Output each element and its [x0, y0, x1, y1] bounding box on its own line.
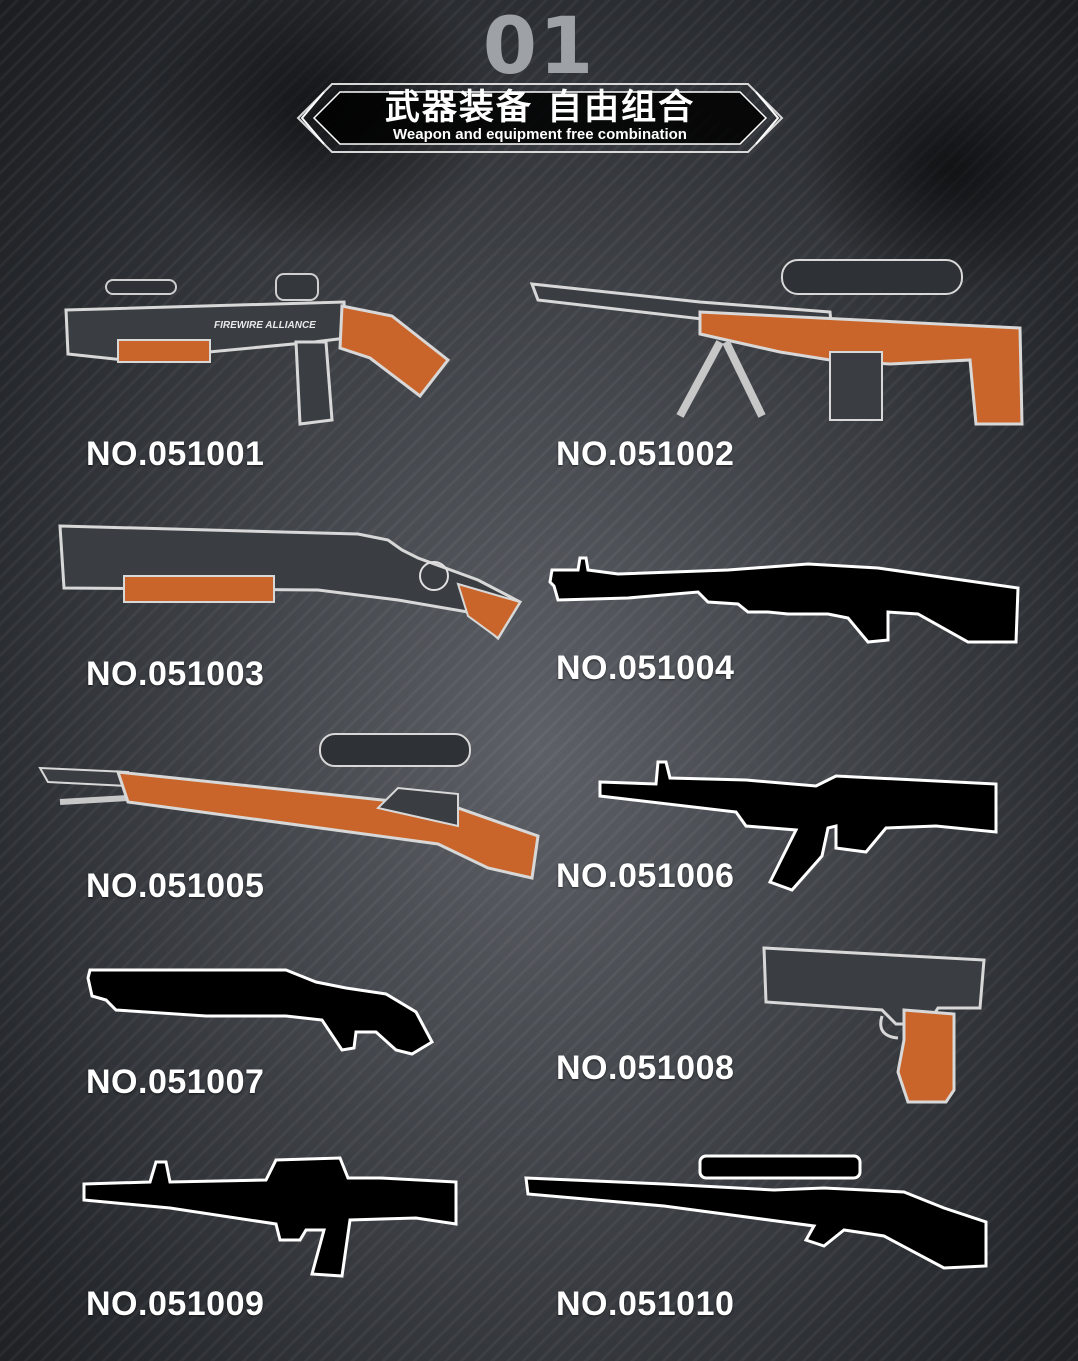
product-label-051002: NO.051002 — [556, 435, 735, 473]
submachine-gun-silhouette-icon — [596, 756, 1004, 894]
product-label-051005: NO.051005 — [86, 867, 265, 905]
sawed-off-shotgun-silhouette-icon — [86, 962, 436, 1058]
product-label-051007: NO.051007 — [86, 1063, 265, 1101]
product-label-051008: NO.051008 — [556, 1049, 735, 1087]
brand-marking: FIREWIRE ALLIANCE — [214, 320, 316, 331]
section-header: 01 武器装备 自由组合 Weapon and equipment free c… — [0, 0, 1078, 180]
product-label-051004: NO.051004 — [556, 649, 735, 687]
product-label-051001: NO.051001 — [86, 435, 265, 473]
product-label-051010: NO.051010 — [556, 1285, 735, 1323]
machine-gun-silhouette-icon — [548, 552, 1022, 646]
background-soldier-shadow-right — [800, 40, 1078, 300]
title-english: Weapon and equipment free combination — [393, 126, 687, 143]
product-label-051006: NO.051006 — [556, 857, 735, 895]
section-number: 01 — [482, 2, 596, 92]
title-banner-frame — [296, 83, 784, 153]
scoped-rifle-silhouette-icon — [524, 1152, 992, 1272]
title-chinese: 武器装备 自由组合 — [384, 88, 696, 128]
shotgun-scoped-brick-icon: FIREWIRE ALLIANCE — [64, 268, 454, 430]
sniper-rifle-bipod-brick-icon — [530, 256, 1030, 426]
pistol-brick-icon — [758, 940, 990, 1104]
pump-shotgun-brick-icon — [58, 520, 528, 644]
bolt-action-rifle-brick-icon — [38, 728, 542, 882]
assault-rifle-silhouette-icon — [80, 1152, 462, 1278]
product-label-051009: NO.051009 — [86, 1285, 265, 1323]
product-label-051003: NO.051003 — [86, 655, 265, 693]
